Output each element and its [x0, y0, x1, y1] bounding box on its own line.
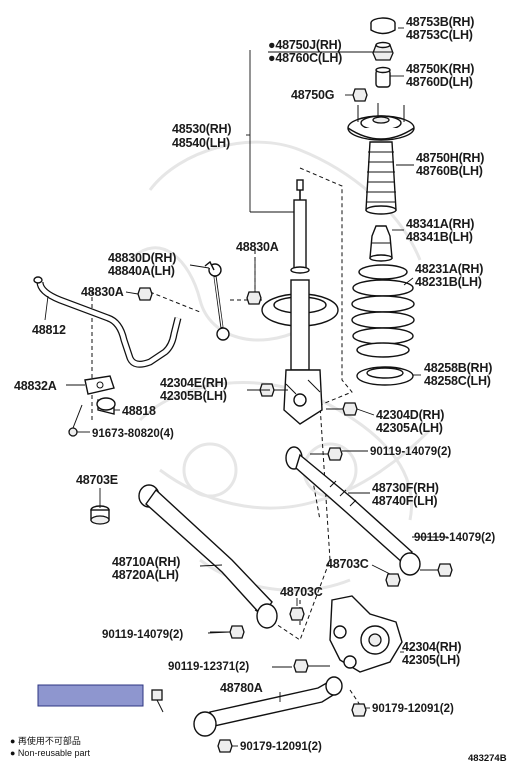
dust-cap-part[interactable] [370, 17, 396, 35]
svg-text:48231B(LH): 48231B(LH) [415, 275, 482, 289]
legend-english: ● Non-reusable part [10, 748, 90, 758]
lock-nut-part[interactable] [372, 41, 394, 61]
label-48830a-left: 48830A [81, 285, 124, 299]
strut-rod-part[interactable] [193, 676, 343, 737]
diagram-reference-number: 483274B [468, 753, 507, 764]
bushing-part[interactable] [96, 397, 116, 415]
bushing-48703e-part[interactable] [90, 505, 110, 525]
svg-text:48760B(LH): 48760B(LH) [416, 164, 483, 178]
knuckle-bolt-part[interactable] [326, 402, 358, 416]
rod-nut-bottom[interactable] [217, 739, 233, 753]
stabilizer-nut-left[interactable] [137, 287, 153, 301]
svg-text:42305B(LH): 42305B(LH) [160, 389, 227, 403]
svg-text:48341B(LH): 48341B(LH) [406, 230, 473, 244]
label-48530: 48530(RH) 48540(LH) [172, 122, 232, 150]
label-91673: 91673-80820(4) [92, 428, 174, 440]
svg-text:48720A(LH): 48720A(LH) [112, 568, 179, 582]
upper-support-part[interactable] [347, 103, 415, 141]
svg-text:48753C(LH): 48753C(LH) [406, 28, 473, 42]
label-90119-14079-b: 90119-14079(2) [414, 532, 495, 544]
coil-spring-part[interactable] [351, 264, 415, 358]
stabilizer-bar-part[interactable] [33, 276, 182, 368]
label-42304: 42304(RH) 42305(LH) [402, 640, 462, 667]
svg-text:42305(LH): 42305(LH) [402, 653, 460, 667]
label-48830d: 48830D(RH) 48840A(LH) [108, 251, 176, 278]
label-48830a-top: 48830A [236, 240, 279, 254]
label-48703c-right: 48703C [326, 557, 369, 571]
rod-bolt-left[interactable] [151, 689, 164, 713]
svg-text:48540(LH): 48540(LH) [172, 136, 230, 150]
stabilizer-link-part[interactable] [204, 260, 230, 341]
label-90179-12091-a: 90179-12091(2) [372, 703, 454, 715]
dust-boot-part[interactable] [365, 141, 397, 215]
label-48730f: 48730F(RH) 48740F(LH) [372, 481, 439, 508]
svg-text:●48760C(LH): ●48760C(LH) [268, 51, 342, 65]
bracket-bolt-part[interactable] [68, 404, 83, 437]
svg-text:42304D(RH): 42304D(RH) [376, 408, 444, 422]
svg-text:48258B(RH): 48258B(RH) [424, 361, 492, 375]
knuckle-bolt-lower[interactable] [293, 659, 330, 673]
label-48341: 48341A(RH) 48341B(LH) [406, 217, 474, 244]
label-48710a: 48710A(RH) 48720A(LH) [112, 555, 180, 582]
lower-control-arm-part[interactable] [138, 484, 278, 629]
stabilizer-nut-top[interactable] [246, 291, 262, 305]
shock-absorber-part[interactable] [261, 179, 339, 425]
upper-control-arm-part[interactable] [285, 446, 421, 576]
leader-lines [44, 27, 448, 747]
label-48780a: 48780A [220, 681, 263, 695]
label-90119-14079-a: 90119-14079(2) [370, 446, 451, 458]
label-42304d: 42304D(RH) 42305A(LH) [376, 408, 444, 435]
svg-text:48231A(RH): 48231A(RH) [415, 262, 483, 276]
svg-text:48730F(RH): 48730F(RH) [372, 481, 439, 495]
arm-bolt-upper[interactable] [310, 447, 343, 461]
label-48231: 48231A(RH) 48231B(LH) [415, 262, 483, 289]
label-90119-12371: 90119-12371(2) [168, 661, 249, 673]
svg-text:42304E(RH): 42304E(RH) [160, 376, 228, 390]
svg-text:42305A(LH): 42305A(LH) [376, 421, 443, 435]
svg-text:48753B(RH): 48753B(RH) [406, 15, 474, 29]
svg-text:48258C(LH): 48258C(LH) [424, 374, 491, 388]
label-48750j: ●48750J(RH) ●48760C(LH) [268, 38, 342, 65]
highlight-box [37, 684, 144, 707]
svg-text:48530(RH): 48530(RH) [172, 122, 231, 136]
label-48832a: 48832A [14, 379, 57, 393]
spring-insulator-part[interactable] [356, 366, 414, 386]
svg-text:48840A(LH): 48840A(LH) [108, 264, 175, 278]
bushing-48703c-center[interactable] [289, 607, 305, 621]
label-90119-14079-c: 90119-14079(2) [102, 629, 183, 641]
label-42304e: 42304E(RH) 42305B(LH) [160, 376, 228, 403]
svg-text:●48750J(RH): ●48750J(RH) [268, 38, 341, 52]
label-48750g: 48750G [291, 88, 334, 102]
svg-text:48750K(RH): 48750K(RH) [406, 62, 474, 76]
svg-text:48830D(RH): 48830D(RH) [108, 251, 176, 265]
legend-japanese: ● 再使用不可部品 [10, 735, 81, 746]
label-48750h: 48750H(RH) 48760B(LH) [416, 151, 484, 178]
cushion-part[interactable] [375, 66, 391, 88]
svg-text:42304(RH): 42304(RH) [402, 640, 461, 654]
svg-text:48341A(RH): 48341A(RH) [406, 217, 474, 231]
bracket-part[interactable] [84, 375, 115, 395]
assembly-dashed-outline [254, 167, 353, 641]
label-48258: 48258B(RH) 48258C(LH) [424, 361, 492, 388]
rod-nut-right[interactable] [351, 703, 367, 717]
bump-stopper-part[interactable] [369, 225, 393, 262]
svg-text:48740F(LH): 48740F(LH) [372, 494, 437, 508]
label-90179-12091-b: 90179-12091(2) [240, 741, 322, 753]
small-nut-part[interactable] [352, 88, 368, 102]
svg-text:48710A(RH): 48710A(RH) [112, 555, 180, 569]
svg-text:48760D(LH): 48760D(LH) [406, 75, 473, 89]
svg-text:48750H(RH): 48750H(RH) [416, 151, 484, 165]
label-48703c-center: 48703C [280, 585, 323, 599]
arm-bolt-right[interactable] [420, 563, 453, 577]
label-48812: 48812 [32, 323, 66, 337]
label-48753: 48753B(RH) 48753C(LH) [406, 15, 474, 42]
label-48818: 48818 [122, 404, 156, 418]
bushing-48703c-right[interactable] [385, 573, 401, 587]
steering-knuckle-part[interactable] [329, 595, 403, 673]
label-48750k: 48750K(RH) 48760D(LH) [406, 62, 474, 89]
label-48703e: 48703E [76, 473, 118, 487]
